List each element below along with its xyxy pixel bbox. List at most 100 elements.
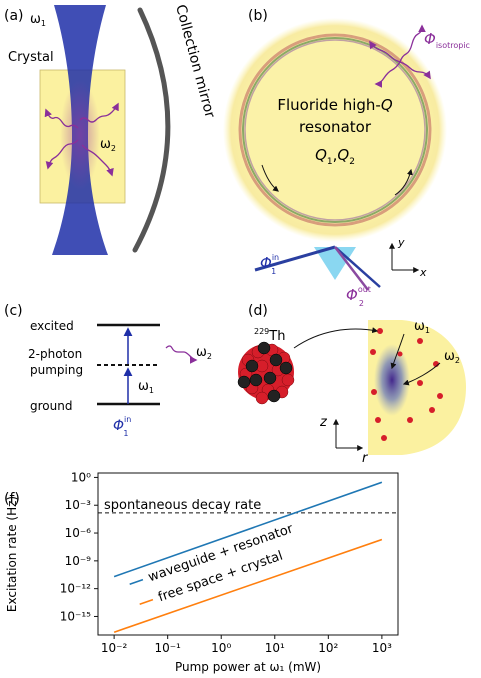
photon-wave — [399, 61, 431, 80]
circulation-arrow-right — [394, 168, 413, 196]
panel-a: (a) Crystal ω1 ω2 Collection mirror — [4, 3, 218, 255]
photon-wave — [399, 24, 426, 63]
chart-series — [113, 481, 383, 633]
output-beam — [334, 246, 369, 291]
resonator-title-line1: Fluoride high-Q — [277, 96, 392, 114]
x-tick-label: 10⁰ — [211, 641, 231, 655]
y-axis-title: Excitation rate (Hz) — [5, 496, 19, 612]
quality-factors: Q1,Q2 — [315, 146, 355, 167]
nucleon — [263, 371, 277, 385]
y-tick-label: 10⁻⁹ — [65, 554, 92, 568]
panel-d: (d) — [237, 303, 466, 466]
circulation-arrow-left — [261, 164, 279, 192]
dopant-dot — [417, 380, 423, 386]
collection-mirror — [132, 7, 171, 253]
z-axis-label: z — [319, 415, 328, 430]
emitted-photon — [165, 345, 198, 364]
x-tick-label: 10¹ — [265, 641, 285, 655]
photon-wave — [44, 108, 79, 129]
emission-glow — [60, 80, 100, 190]
pumping-label-line1: 2-photon — [28, 347, 82, 361]
resonator-mode-ring — [238, 33, 432, 227]
x-axis-title: Pump power at ω₁ (mW) — [175, 660, 321, 674]
x-tick-label: 10² — [318, 641, 338, 655]
nucleon — [279, 361, 293, 375]
omega1-label: ω1 — [30, 12, 46, 28]
resonator-title-line2: resonator — [299, 118, 372, 136]
dopant-dot — [377, 328, 383, 334]
input-beam — [254, 245, 336, 272]
ground-label: ground — [30, 399, 72, 413]
legend-swatch — [129, 578, 144, 585]
nucleon — [269, 353, 283, 367]
y-tick-label: 10⁻³ — [65, 498, 92, 512]
photon-wave — [374, 61, 401, 88]
dopant-dot — [437, 393, 443, 399]
panel-b: (b) Φisotropic Fluoride high-Q resonator… — [223, 8, 470, 308]
dopant-dot — [417, 338, 423, 344]
resonator-disk — [238, 33, 432, 227]
x-axis-label: x — [419, 266, 427, 279]
phi-isotropic-label: Φisotropic — [424, 30, 470, 50]
isotropic-emission — [369, 24, 431, 88]
y-tick-label: 10⁻¹⁵ — [60, 609, 91, 623]
omega2-label: ω2 — [100, 137, 116, 153]
zoom-arrow — [293, 327, 379, 349]
y-axis-label: y — [397, 236, 405, 249]
x-tick-label: 10⁻¹ — [154, 641, 181, 655]
mode-spot — [374, 344, 410, 416]
thorium-nucleus — [237, 341, 295, 405]
nucleon — [257, 341, 271, 355]
photon-wave — [45, 139, 79, 170]
photon-wave — [81, 144, 114, 177]
dopant-dot — [370, 349, 376, 355]
r-axis-label: r — [362, 451, 369, 466]
dopant-dot — [381, 435, 387, 441]
resonator-mode-ring — [242, 37, 428, 223]
panel-f-label: (f) — [4, 491, 20, 507]
y-tick-label: 10⁰ — [71, 470, 91, 484]
nucleon — [249, 373, 263, 387]
panel-c-label: (c) — [4, 303, 23, 319]
photon-wave — [369, 40, 401, 63]
thorium-dopants — [370, 328, 443, 441]
collection-mirror-label: Collection mirror — [172, 3, 218, 120]
nucleon — [267, 389, 281, 403]
y-tick-label: 10⁻¹² — [60, 582, 91, 596]
omega2-label: ω2 — [196, 345, 212, 361]
dopant-dot — [397, 351, 403, 357]
photon-wave — [79, 102, 119, 123]
excited-label: excited — [30, 319, 74, 333]
omega1-label: ω1 — [414, 319, 430, 335]
emitted-photons — [44, 102, 119, 177]
omega1-pointer — [390, 333, 405, 370]
x-tick-label: 10⁻² — [101, 641, 128, 655]
nucleon — [237, 375, 251, 389]
isotope-label: 229Th — [254, 327, 285, 344]
panel-c: (c) excited 2-photon pumping ground ω1 ω… — [4, 303, 212, 438]
crystal-label: Crystal — [8, 50, 54, 65]
dopant-dot — [371, 389, 377, 395]
panel-b-label: (b) — [248, 8, 268, 24]
nucleon — [255, 391, 269, 405]
legend-swatch — [139, 598, 154, 605]
series-line — [113, 481, 383, 578]
reference-line-label: spontaneous decay rate — [104, 498, 261, 513]
plot-frame — [97, 472, 399, 636]
dopant-dot — [375, 417, 381, 423]
pumping-label-line2: pumping — [30, 363, 83, 377]
dopant-dot — [429, 407, 435, 413]
nucleon — [281, 373, 295, 387]
nucleon — [245, 359, 259, 373]
panel-a-label: (a) — [4, 8, 24, 24]
panel-d-label: (d) — [248, 303, 268, 319]
dopant-dot — [407, 417, 413, 423]
resonator-mode-ring — [244, 39, 426, 221]
transmitted-beam — [334, 246, 381, 288]
series-line — [113, 538, 383, 633]
